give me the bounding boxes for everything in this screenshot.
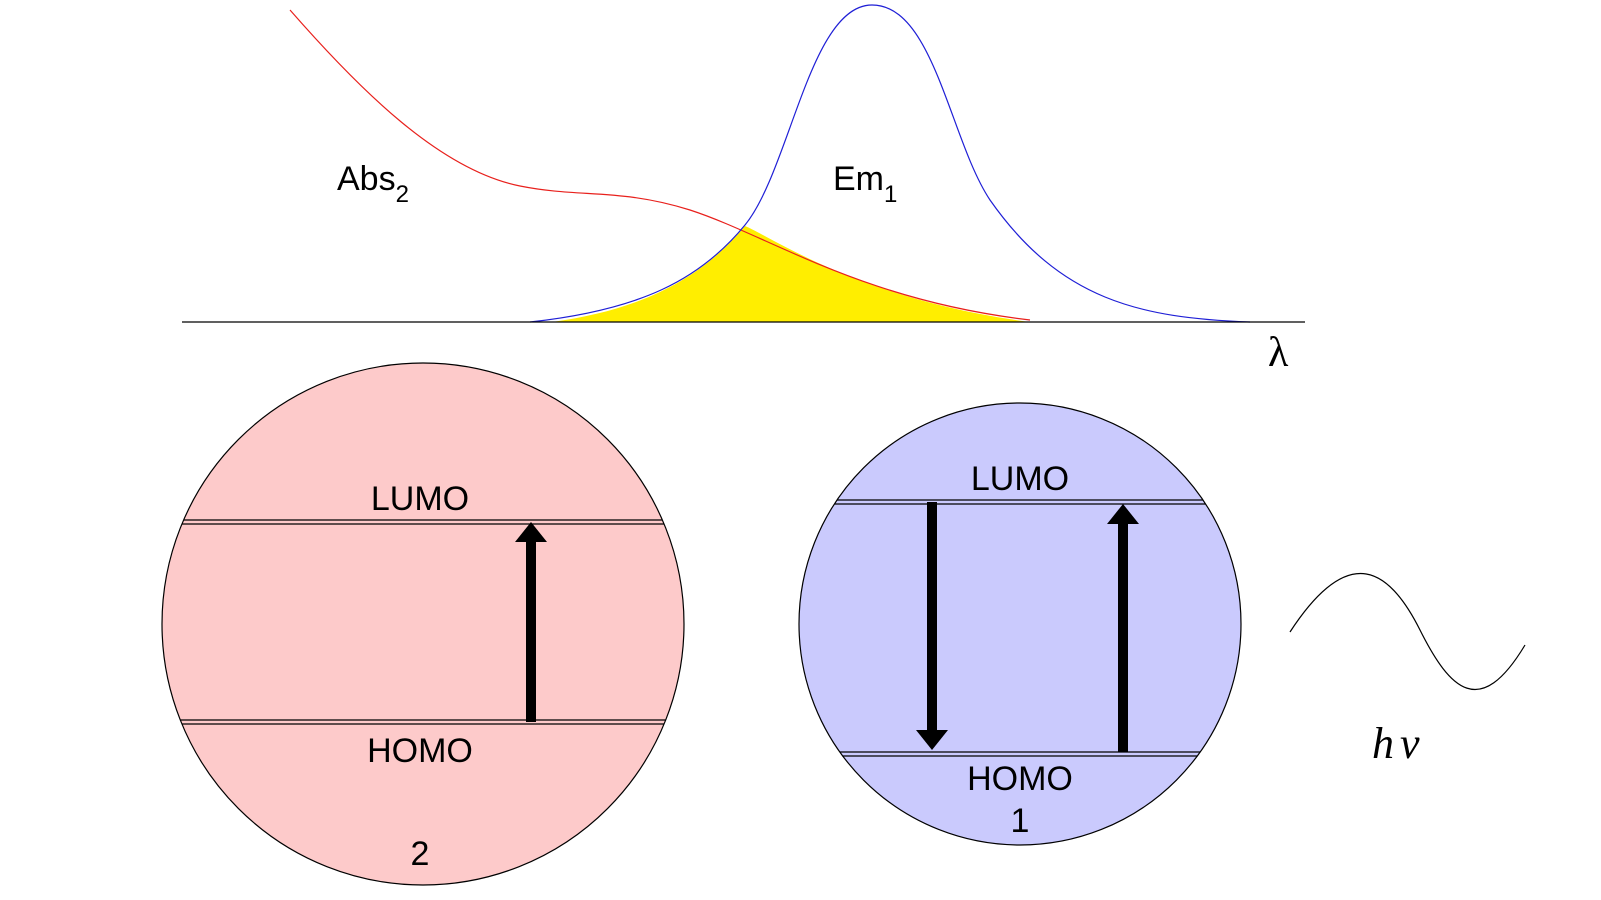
molecule-2-circle (161, 362, 685, 886)
wavelength-axis-label: λ (1268, 330, 1289, 376)
molecule-2-homo-label: HOMO (367, 732, 473, 770)
absorption-curve (289, 9, 1031, 321)
molecule-2-excitation-arrow (515, 522, 547, 722)
molecule-2-id-label: 2 (411, 835, 430, 873)
molecule-1-lumo-label: LUMO (971, 460, 1069, 498)
spectral-overlap-region (552, 226, 1030, 322)
molecule-2-lumo-label: LUMO (371, 480, 469, 518)
molecule-1-emission-arrow (916, 502, 948, 750)
emission-label: Em1 (833, 160, 897, 208)
molecule-1-homo-label: HOMO (967, 760, 1073, 798)
emission-curve (529, 4, 1251, 323)
molecule-1-id-label: 1 (1011, 802, 1030, 840)
absorption-label: Abs2 (337, 160, 409, 208)
molecule-2: LUMO HOMO 2 (161, 362, 685, 886)
photon-wave-icon (1289, 573, 1526, 690)
molecule-1: LUMO HOMO 1 (798, 402, 1242, 846)
molecule-1-excitation-arrow (1107, 504, 1139, 752)
